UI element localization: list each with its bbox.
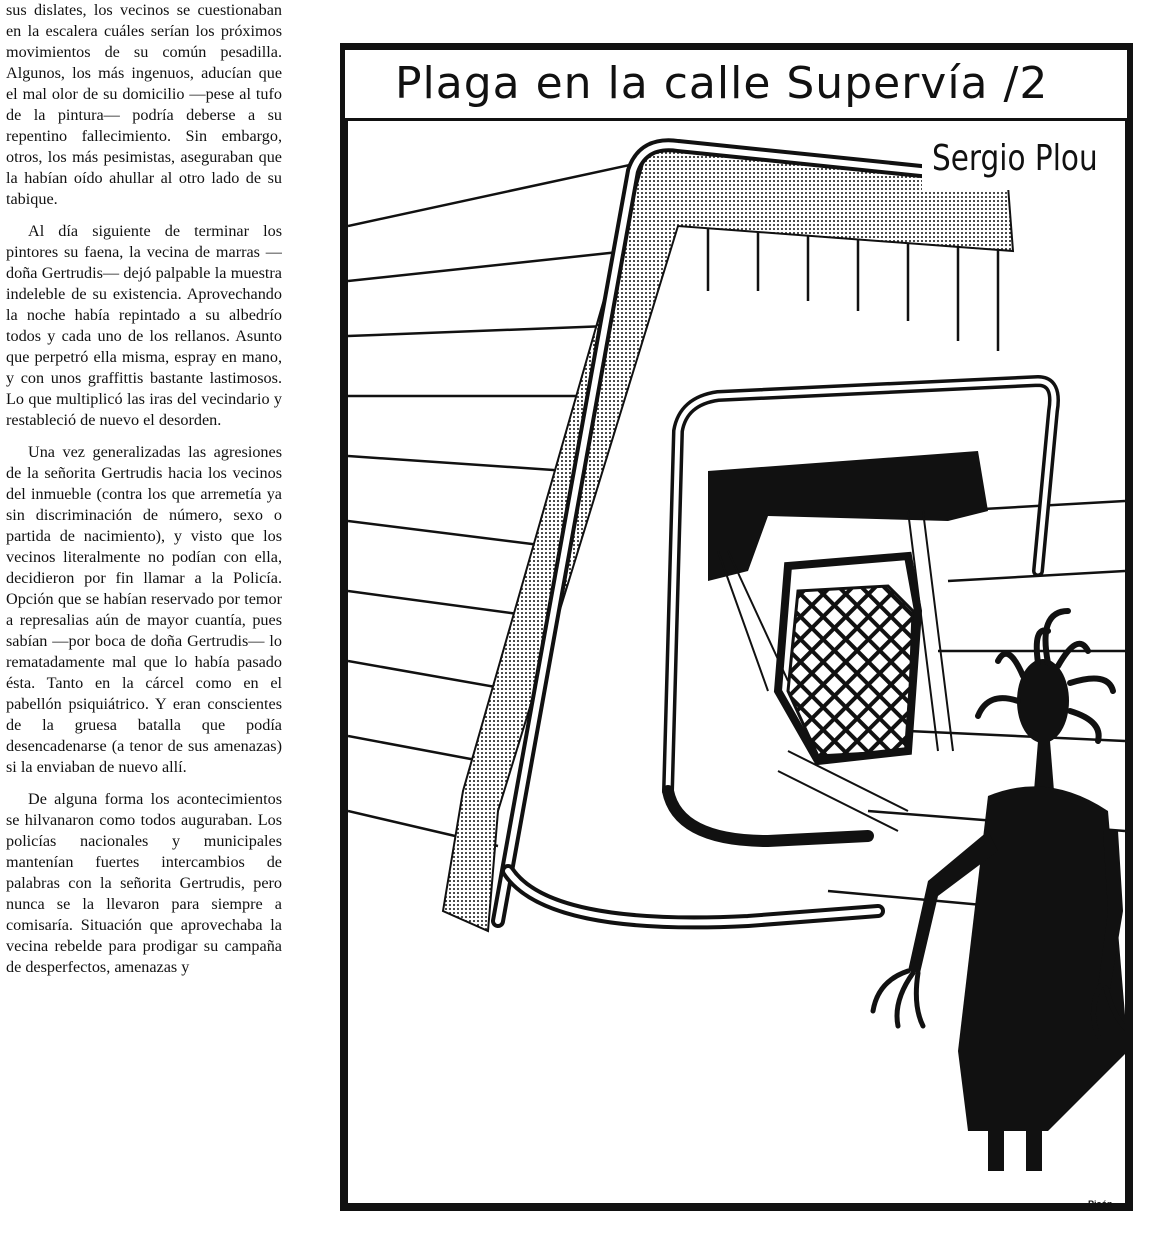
- author-backdrop: [922, 130, 1122, 190]
- author-name: Sergio Plou: [932, 138, 1098, 179]
- mesh-floor: [786, 584, 915, 758]
- hands: [870, 968, 1125, 1039]
- illustration-title: Plaga en la calle Supervía /2: [395, 58, 1049, 109]
- stairwell-illustration: [348, 138, 1125, 1171]
- illustration-frame: [340, 43, 1133, 1211]
- article-paragraph: Una vez generalizadas las agresiones de …: [6, 443, 282, 776]
- artist-signature: Pisón: [1088, 1199, 1113, 1209]
- dark-landing: [708, 451, 988, 581]
- article-paragraph: De alguna forma los acontecimientos se h…: [6, 790, 282, 976]
- illustration-canvas: [348, 51, 1125, 1203]
- woman-silhouette: [870, 608, 1125, 1171]
- hair: [975, 608, 1116, 744]
- article-paragraph: sus dislates, los vecinos se cuestionaba…: [6, 1, 282, 208]
- title-banner: [345, 50, 1127, 121]
- landing-band: [441, 144, 1015, 933]
- article-text-column: sus dislates, los vecinos se cuestionaba…: [6, 0, 282, 1260]
- article-paragraph: Al día siguiente de terminar los pintore…: [6, 222, 282, 429]
